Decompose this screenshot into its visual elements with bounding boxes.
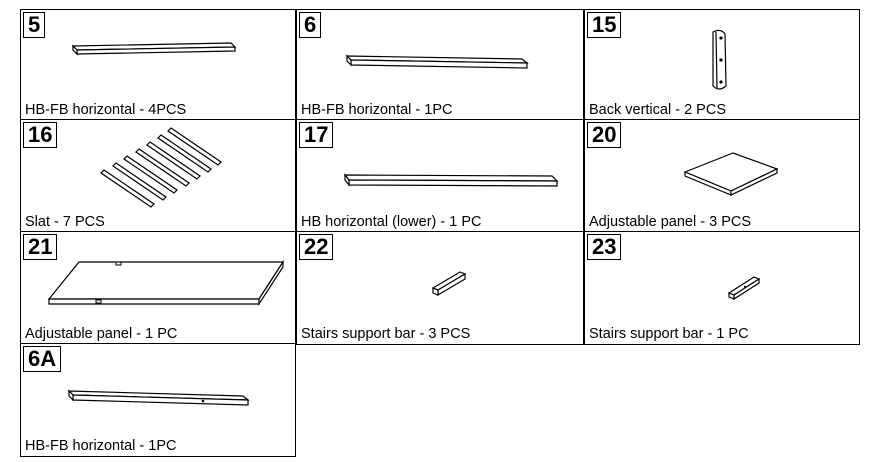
part-label: Slat - 7 PCS [25,214,105,230]
part-cell-6a: 6A HB-FB horizontal - 1PC [20,343,296,457]
part-label: HB-FB horizontal - 1PC [25,438,177,454]
part-cell-20: 20 Adjustable panel - 3 PCS [584,119,860,233]
part-label: Back vertical - 2 PCS [589,102,726,118]
part-label: HB horizontal (lower) - 1 PC [301,214,482,230]
part-number: 5 [23,12,46,38]
part-number: 17 [299,122,334,148]
support-bar-icon [297,232,585,346]
part-cell-15: 15 Back vertical - 2 PCS [584,9,860,121]
support-bar-icon [585,232,861,346]
part-number: 22 [299,234,334,260]
long-board-icon [297,10,585,122]
large-panel-icon [21,232,297,346]
part-cell-17: 17 HB horizontal (lower) - 1 PC [296,119,584,233]
part-cell-21: 21 Adjustable panel - 1 PC [20,231,296,345]
part-number: 6 [299,12,322,38]
part-label: HB-FB horizontal - 1PC [301,102,453,118]
square-panel-icon [585,120,861,234]
part-number: 23 [587,234,622,260]
part-cell-23: 23 Stairs support bar - 1 PC [584,231,860,345]
part-label: Adjustable panel - 3 PCS [589,214,752,230]
part-label: Stairs support bar - 1 PC [589,326,749,342]
part-label: Stairs support bar - 3 PCS [301,326,471,342]
part-label: HB-FB horizontal - 4PCS [25,102,187,118]
part-label: Adjustable panel - 1 PC [25,326,178,342]
part-number: 16 [23,122,58,148]
long-board-icon [297,120,585,234]
part-number: 20 [587,122,622,148]
long-board-icon [21,10,297,122]
slats-icon [21,120,297,234]
short-bar-icon [585,10,861,122]
part-number: 21 [23,234,58,260]
part-number: 6A [23,346,62,372]
part-number: 15 [587,12,622,38]
part-cell-16: 16 Slat - 7 PCS [20,119,296,233]
part-cell-22: 22 Stairs support bar - 3 PCS [296,231,584,345]
part-cell-6: 6 HB-FB horizontal - 1PC [296,9,584,121]
part-cell-5: 5 HB-FB horizontal - 4PCS [20,9,296,121]
long-board-icon [21,344,297,458]
